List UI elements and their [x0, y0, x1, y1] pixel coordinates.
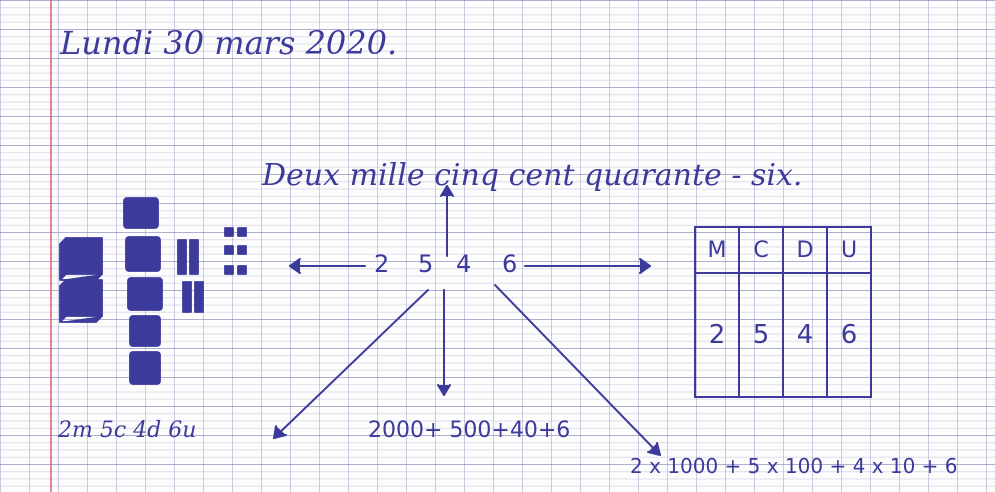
ten-rod-2 — [189, 239, 199, 275]
value-u: 6 — [826, 272, 872, 398]
digit-units: 6 — [502, 250, 518, 278]
arrow-to-units-decomposition — [273, 289, 429, 439]
arrow-to-table — [524, 258, 651, 274]
unit-cube-6 — [237, 265, 247, 275]
header-d: D — [782, 226, 828, 274]
date-heading: Lundi 30 mars 2020. — [60, 24, 398, 62]
place-value-header-row: M C D U — [694, 226, 872, 274]
number-in-words: Deux mille cinq cent quarante - six. — [262, 158, 803, 193]
ten-rod-3 — [182, 281, 192, 313]
value-m: 2 — [694, 272, 740, 398]
arrow-to-products — [494, 284, 661, 456]
ten-rod-1 — [177, 239, 187, 275]
unit-cube-2 — [237, 227, 247, 237]
arrow-to-sum — [437, 289, 451, 396]
header-u: U — [826, 226, 872, 274]
hundred-flat-3 — [127, 277, 163, 311]
thousand-cube-2 — [59, 279, 103, 323]
unit-cube-4 — [237, 245, 247, 255]
hundred-flat-4 — [129, 315, 161, 347]
hundred-flat-1 — [123, 197, 159, 229]
place-value-table: M C D U 2 5 4 6 — [694, 226, 872, 398]
decomposition-sum: 2000+ 500+40+6 — [368, 418, 571, 443]
unit-cube-5 — [224, 265, 234, 275]
decomposition-units: 2m 5c 4d 6u — [58, 418, 197, 443]
unit-cube-3 — [224, 245, 234, 255]
digit-thousands: 2 — [374, 250, 390, 278]
hundred-flat-5 — [129, 351, 161, 385]
digit-hundreds: 5 — [418, 250, 434, 278]
value-d: 4 — [782, 272, 828, 398]
place-value-row: 2 5 4 6 — [694, 272, 872, 398]
arrow-to-blocks — [289, 258, 366, 274]
decomposition-products: 2 x 1000 + 5 x 100 + 4 x 10 + 6 — [630, 454, 958, 478]
hundred-flat-2 — [125, 236, 161, 272]
thousand-cube-1 — [59, 237, 103, 281]
unit-cube-1 — [224, 227, 234, 237]
header-m: M — [694, 226, 740, 274]
digit-tens: 4 — [456, 250, 472, 278]
header-c: C — [738, 226, 784, 274]
ten-rod-4 — [194, 281, 204, 313]
margin-line — [50, 0, 52, 492]
value-c: 5 — [738, 272, 784, 398]
arrow-to-words — [440, 185, 454, 257]
